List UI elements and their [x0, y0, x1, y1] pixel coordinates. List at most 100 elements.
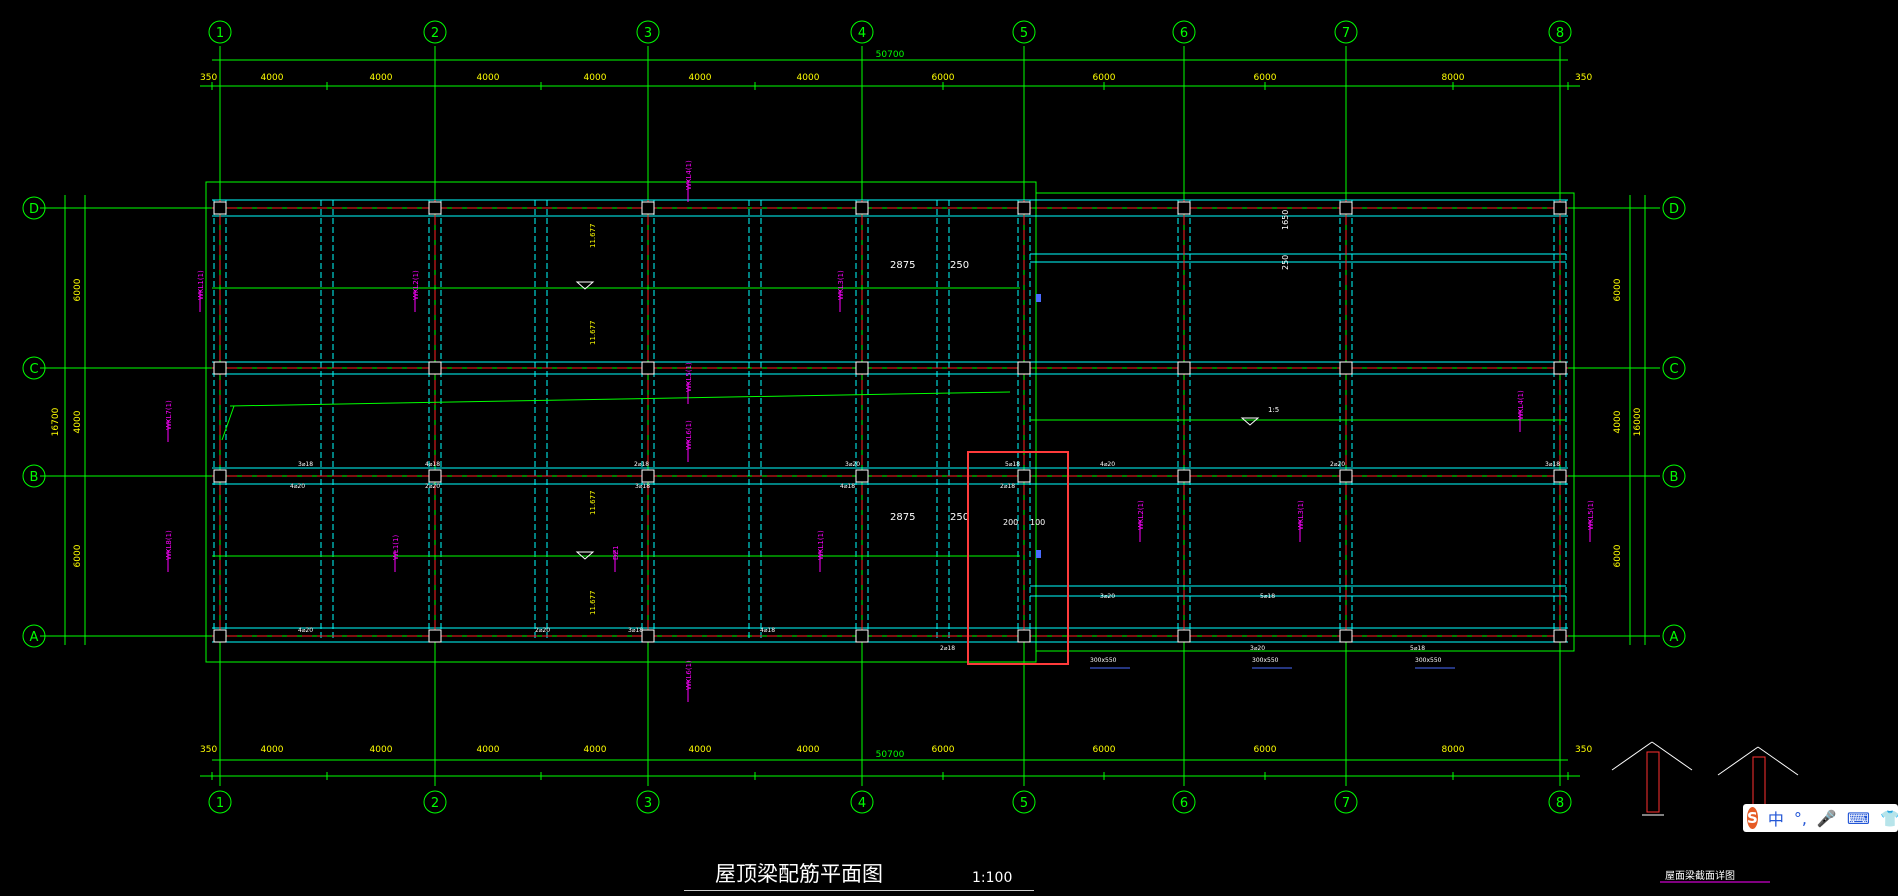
- step-line: [221, 405, 235, 441]
- column-mark: [1036, 294, 1041, 302]
- column: [1017, 361, 1031, 375]
- dim-span: 6000: [932, 73, 955, 83]
- dim-span: 8000: [1442, 73, 1465, 83]
- column: [1177, 361, 1191, 375]
- shirt-icon[interactable]: 👕: [1879, 808, 1898, 828]
- column: [213, 629, 227, 643]
- column: [428, 469, 442, 483]
- axis-bubble: [1548, 20, 1572, 44]
- axis-label-y: D: [29, 202, 39, 217]
- column: [428, 201, 442, 215]
- dim-span: 8000: [1442, 745, 1465, 755]
- slab-outline-right: [1035, 192, 1575, 652]
- dim-span: 4000: [689, 745, 712, 755]
- dim-span: 4000: [477, 745, 500, 755]
- axis-label-x: 2: [431, 796, 439, 811]
- dim-span: 4000: [261, 73, 284, 83]
- dim-overall: 50700: [876, 50, 905, 60]
- ime-lang[interactable]: 中: [1767, 810, 1784, 829]
- axis-label-x: 5: [1020, 796, 1028, 811]
- axis-label-x: 4: [858, 26, 866, 41]
- column: [1339, 361, 1353, 375]
- beam-mark: WKL3(1): [1297, 500, 1305, 530]
- mic-icon[interactable]: 🎤: [1816, 808, 1837, 828]
- dim-span: 4000: [584, 745, 607, 755]
- section-size: 300x550: [1415, 657, 1442, 664]
- column: [641, 469, 655, 483]
- column: [1553, 361, 1567, 375]
- keyboard-icon[interactable]: ⌨: [1846, 808, 1870, 828]
- axis-bubble: [22, 464, 46, 488]
- axis-bubble: [1548, 790, 1572, 814]
- dim-inner: 250: [950, 512, 969, 523]
- ime-punct[interactable]: °,: [1793, 808, 1807, 828]
- axis-label-x: 6: [1180, 26, 1188, 41]
- column: [1339, 469, 1353, 483]
- beam-mark: WKL4(1): [685, 160, 693, 190]
- column: [1553, 469, 1567, 483]
- column: [213, 469, 227, 483]
- highlight-box: [967, 451, 1069, 665]
- axis-label-y: B: [1670, 470, 1679, 485]
- detail-slope: [1611, 741, 1653, 771]
- rebar-label: 4⌀20: [298, 627, 313, 634]
- column: [1177, 629, 1191, 643]
- rebar-label: 2⌀20: [425, 483, 440, 490]
- rebar-label: 2⌀20: [535, 627, 550, 634]
- dim-span: 4000: [797, 745, 820, 755]
- rebar-label: 5⌀18: [1410, 645, 1425, 652]
- axis-label-x: 1: [216, 796, 224, 811]
- rebar-label: 2⌀18: [634, 461, 649, 468]
- rebar-label: 5⌀18: [1260, 593, 1275, 600]
- axis-label-y: C: [29, 362, 38, 377]
- detail-slope: [1717, 746, 1759, 776]
- axis-bubble: [636, 20, 660, 44]
- axis-label-y: C: [1669, 362, 1678, 377]
- drawing-title: 屋顶梁配筋平面图: [715, 862, 883, 886]
- slope-label: 1:5: [1268, 406, 1279, 414]
- level-mark: 11.677: [589, 224, 597, 249]
- axis-label-x: 2: [431, 26, 439, 41]
- detail-slope: [1651, 741, 1693, 771]
- axis-bubble: [423, 790, 447, 814]
- axis-label-x: 5: [1020, 26, 1028, 41]
- dim-small: 200: [1003, 518, 1018, 527]
- axis-label-x: 7: [1342, 796, 1350, 811]
- dim-span: 4000: [689, 73, 712, 83]
- rebar-label: 3⌀18: [1545, 461, 1560, 468]
- axis-bubble: [1662, 624, 1686, 648]
- axis-bubble: [1172, 20, 1196, 44]
- title-underline: [684, 890, 1034, 891]
- axis-bubble: [22, 356, 46, 380]
- beam-mark: WKL6(1): [685, 660, 693, 690]
- dim-small: 250: [1281, 255, 1290, 270]
- axis-label-x: 8: [1556, 796, 1564, 811]
- dim-span: 4000: [370, 73, 393, 83]
- axis-bubble: [1662, 356, 1686, 380]
- axis-bubble: [1012, 790, 1036, 814]
- level-mark: 11.677: [589, 491, 597, 516]
- axis-label-x: 1: [216, 26, 224, 41]
- level-triangle: [575, 551, 595, 560]
- dim-edge: 350: [200, 745, 217, 755]
- rebar-label: 4⌀18: [760, 627, 775, 634]
- column: [1553, 629, 1567, 643]
- rebar-label: 3⌀20: [1250, 645, 1265, 652]
- axis-label-y: A: [30, 630, 39, 645]
- sogou-logo-icon[interactable]: S: [1747, 807, 1758, 829]
- beam-mark: WKL6(1): [685, 420, 693, 450]
- rebar-label: 2⌀20: [1330, 461, 1345, 468]
- rebar-label: 4⌀20: [290, 483, 305, 490]
- section-size: 300x550: [1252, 657, 1279, 664]
- beam-mark: WKL8(1): [165, 530, 173, 560]
- axis-bubble: [1662, 196, 1686, 220]
- dim-span: 4000: [477, 73, 500, 83]
- axis-bubble: [850, 790, 874, 814]
- rebar-label: 2⌀18: [940, 645, 955, 652]
- rebar-label: 3⌀18: [628, 627, 643, 634]
- ime-toolbar[interactable]: S 中 °, 🎤 ⌨ 👕: [1743, 804, 1898, 832]
- axis-bubble: [208, 790, 232, 814]
- column: [1017, 469, 1031, 483]
- axis-bubble: [1012, 20, 1036, 44]
- beam-mark: WKL1(1): [197, 270, 205, 300]
